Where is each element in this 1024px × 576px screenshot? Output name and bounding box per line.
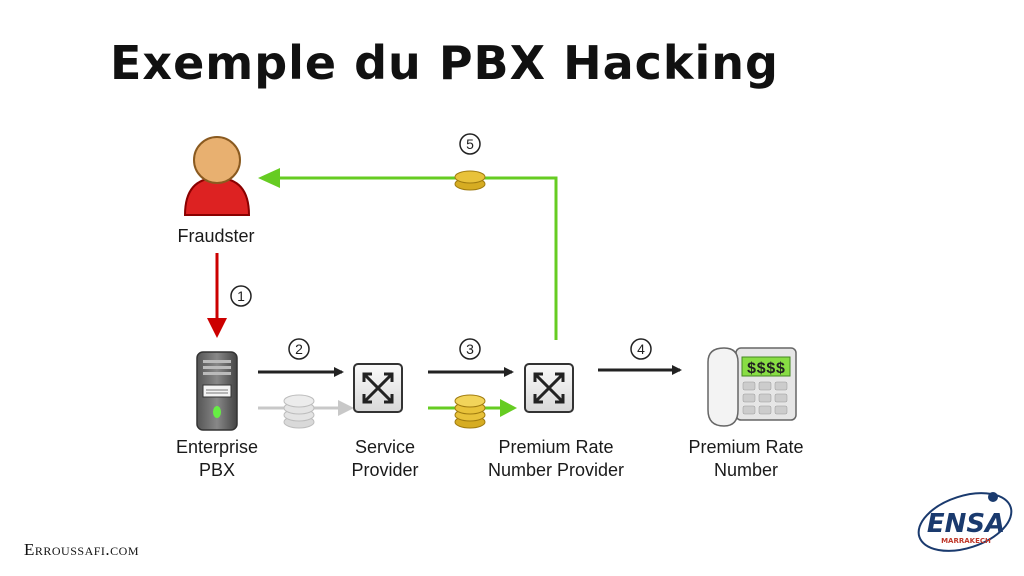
prn-label-line2: Number <box>714 460 778 480</box>
prn-label-line1: Premium Rate <box>688 437 803 457</box>
money-return-arrowhead <box>258 168 280 188</box>
svg-text:1: 1 <box>237 288 245 304</box>
service-provider-switch-icon <box>353 363 403 413</box>
footer-site: Erroussafi.com <box>24 540 139 559</box>
step-badge-3: 3 <box>459 338 481 360</box>
svg-text:4: 4 <box>637 341 645 357</box>
pbx-label-line2: PBX <box>199 460 235 480</box>
sp-to-prnp-coin-stack-icon <box>454 394 486 429</box>
prnp-label-line1: Premium Rate <box>498 437 613 457</box>
telephone-icon: $$$$ <box>707 347 797 427</box>
fraudster-icon <box>183 136 251 216</box>
ensa-logo: ENSA MARRAKECH <box>917 492 1013 552</box>
pbx-to-sp-coin-stack-icon <box>283 394 315 429</box>
ensa-logo-subtitle: MARRAKECH <box>941 537 991 545</box>
svg-text:5: 5 <box>466 136 474 152</box>
sp-label-line2: Provider <box>351 460 418 480</box>
svg-text:2: 2 <box>295 341 303 357</box>
return-coin-stack-icon <box>454 170 486 191</box>
step-badge-5: 5 <box>459 133 481 155</box>
step-badge-1: 1 <box>230 285 252 307</box>
fraudster-label: Fraudster <box>177 226 254 246</box>
prnp-label-line2: Number Provider <box>488 460 624 480</box>
slide-title: Exemple du PBX Hacking <box>110 36 779 90</box>
telephone-display: $$$$ <box>747 360 785 378</box>
pbx-label-line1: Enterprise <box>176 437 258 457</box>
ensa-logo-text: ENSA <box>927 509 1005 539</box>
sp-label-line1: Service <box>355 437 415 457</box>
prn-provider-switch-icon <box>524 363 574 413</box>
enterprise-pbx-icon <box>196 351 238 431</box>
svg-text:3: 3 <box>466 341 474 357</box>
step-badge-2: 2 <box>288 338 310 360</box>
sp-to-prnp-money-arrowhead <box>500 399 517 417</box>
money-return-path <box>276 176 558 340</box>
step-badge-4: 4 <box>630 338 652 360</box>
pbx-to-sp-money-arrowhead <box>338 400 354 416</box>
fraudster-to-pbx-arrow <box>207 253 227 338</box>
